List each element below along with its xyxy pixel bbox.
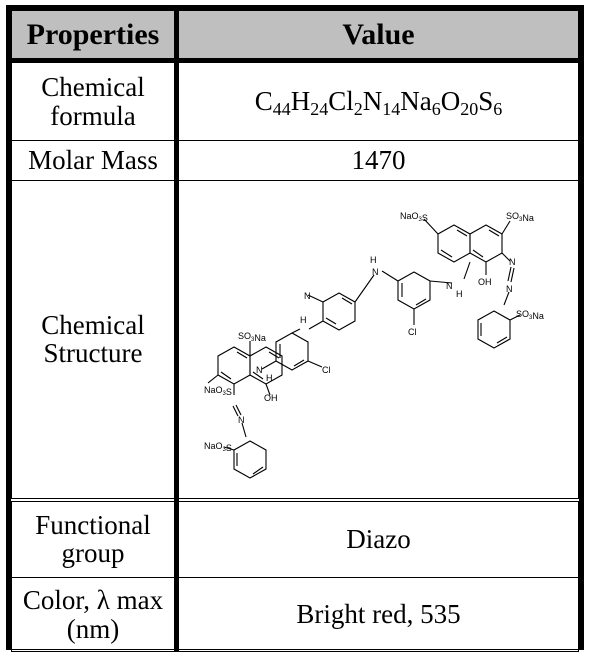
label-molar-mass: Molar Mass <box>11 140 179 181</box>
table-row: Functional group Diazo <box>11 499 579 578</box>
label-so3na-right: SO3Na <box>516 309 544 321</box>
label-nh-top-left: H <box>370 255 377 265</box>
label-color-lambda-max: Color, λ max (nm) <box>11 577 179 652</box>
table-row: Chemical Structure <box>11 180 579 502</box>
chemical-formula-value: C44H24Cl2N14Na6O20S6 <box>176 60 579 141</box>
header-value: Value <box>176 10 579 63</box>
table-row: Color, λ max (nm) Bright red, 535 <box>11 577 579 652</box>
label-naso3s-bottom: NaO3S <box>204 441 232 453</box>
label-chemical-formula: Chemical formula <box>11 60 179 141</box>
formula-subscript: 24 <box>310 99 329 120</box>
label-h-bridge-right: H <box>456 289 463 299</box>
chemical-structure-cell: NaO3S SO3Na H N N H OH N N SO3Na Cl SO3N… <box>176 180 579 502</box>
molar-mass-value: 1470 <box>176 140 579 181</box>
color-lambda-max-value: Bright red, 535 <box>176 577 579 652</box>
formula-element: C <box>254 86 273 117</box>
label-h-mid: H <box>300 315 307 325</box>
table-row: Chemical formula C44H24Cl2N14Na6O20S6 <box>11 60 579 141</box>
header-properties: Properties <box>11 10 179 63</box>
label-naso3s-top: NaO3S <box>400 211 428 223</box>
formula-element: N <box>362 86 383 117</box>
label-n-bridge-left: N <box>372 267 379 277</box>
table-row: Molar Mass 1470 <box>11 140 579 181</box>
formula-subscript: 14 <box>382 99 401 120</box>
label-chemical-structure: Chemical Structure <box>11 180 179 502</box>
label-oh-right: OH <box>478 277 492 287</box>
formula-subscript: 20 <box>460 99 479 120</box>
formula-subscript: 6 <box>431 99 441 120</box>
label-oh-left: OH <box>264 393 278 403</box>
label-functional-group: Functional group <box>11 499 179 578</box>
label-cl-right: Cl <box>408 327 417 337</box>
properties-table-frame: Properties Value Chemical formula C44H24… <box>6 5 584 652</box>
functional-group-value: Diazo <box>176 499 579 578</box>
formula-subscript: 2 <box>353 99 363 120</box>
table-header-row: Properties Value <box>11 10 579 63</box>
formula-subscript: 6 <box>493 99 503 120</box>
label-so3na-top: SO3Na <box>506 211 534 223</box>
formula-element: O <box>440 86 461 117</box>
label-azo-n-left: N <box>238 415 245 425</box>
label-azo-n-right: N <box>509 257 516 267</box>
properties-table: Properties Value Chemical formula C44H24… <box>11 10 579 652</box>
formula-element: H <box>290 86 311 117</box>
label-so3na-left: SO3Na <box>238 331 266 343</box>
formula-element: S <box>478 86 494 117</box>
label-naso3s-left: NaO3S <box>204 385 232 397</box>
formula-element: Cl <box>328 86 354 117</box>
label-azo-n2-right: N <box>506 284 513 294</box>
label-h-left: H <box>266 373 273 383</box>
label-n-bridge-right: N <box>446 281 453 291</box>
chemical-structure-diagram: NaO3S SO3Na H N N H OH N N SO3Na Cl SO3N… <box>204 211 544 479</box>
formula-element: Na <box>400 86 432 117</box>
label-n-mid: N <box>304 291 311 301</box>
label-n-left: N <box>256 365 263 375</box>
formula-subscript: 44 <box>272 99 291 120</box>
label-cl-left: Cl <box>322 365 331 375</box>
